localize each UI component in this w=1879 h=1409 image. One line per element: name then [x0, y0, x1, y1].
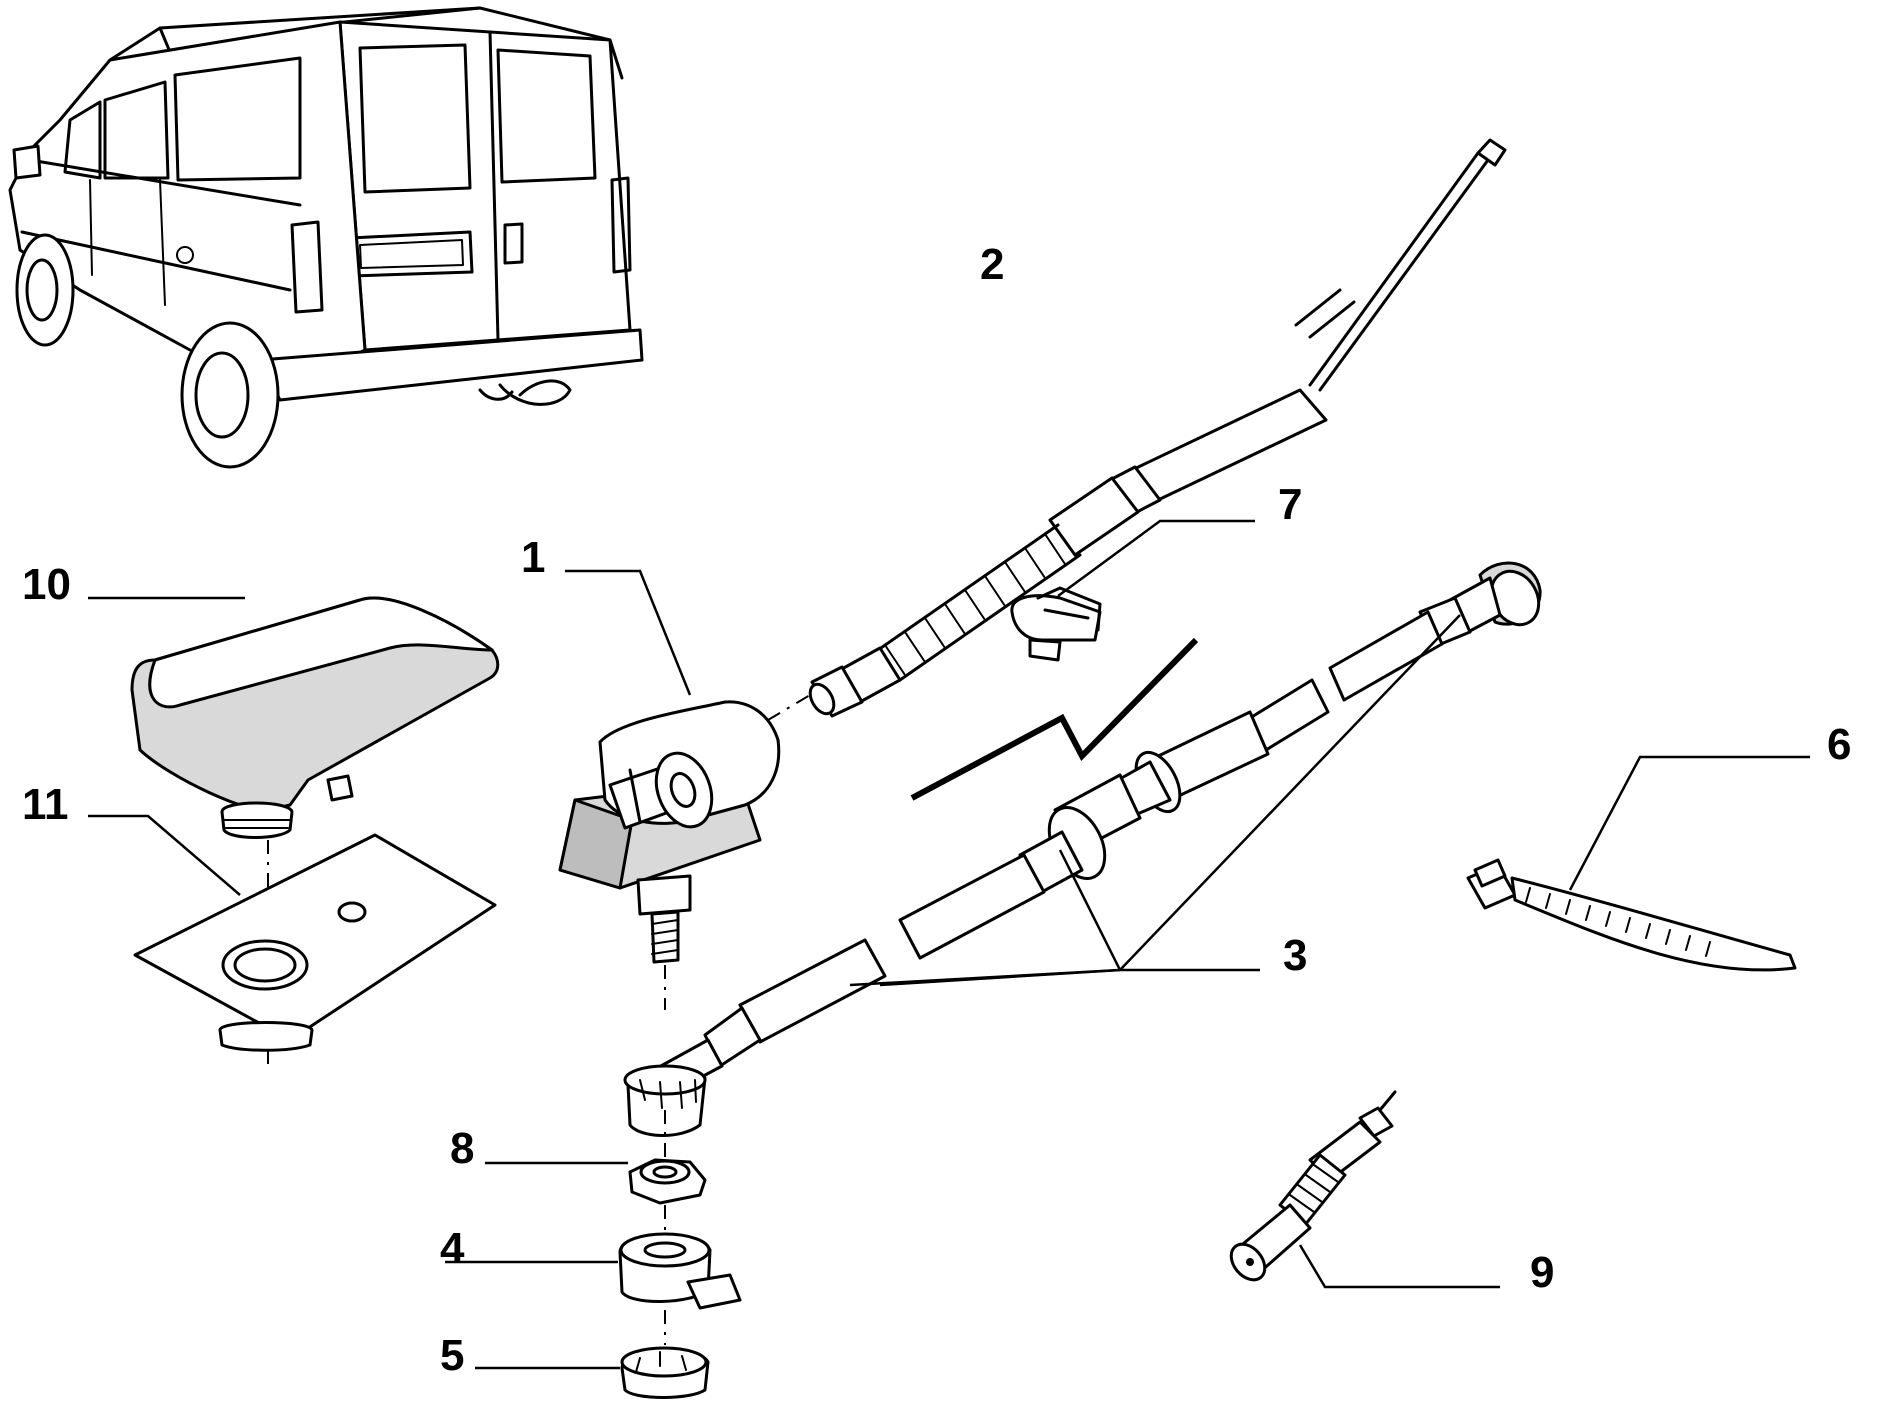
leader-11 [88, 814, 241, 896]
van-illustration [8, 6, 644, 469]
callout-11: 11 [22, 780, 69, 829]
nut [628, 1158, 707, 1205]
antenna-cable [623, 561, 1542, 1137]
callout-1: 1 [521, 533, 545, 582]
callout-7: 7 [1278, 480, 1302, 529]
callout-3: 3 [1283, 931, 1307, 980]
leader-7 [1057, 519, 1255, 598]
callout-4: 4 [440, 1224, 465, 1273]
cable-tie [1466, 858, 1797, 972]
gasket-plate [133, 833, 497, 1070]
leader-6 [1568, 755, 1810, 891]
cover [130, 596, 500, 940]
callout-2: 2 [980, 240, 1004, 289]
callout-8: 8 [450, 1124, 474, 1173]
clip [1010, 586, 1102, 662]
callout-10: 10 [22, 560, 71, 609]
leader-1 [565, 569, 692, 696]
lock-ring [620, 1346, 710, 1399]
connector-with-tab [618, 1232, 742, 1310]
leader-3b [1119, 614, 1461, 971]
antenna-mast [808, 138, 1507, 718]
separator-line [910, 637, 1199, 801]
callout-9: 9 [1530, 1248, 1554, 1297]
antenna-base [558, 694, 811, 1010]
leader-lines [88, 519, 1810, 1370]
callout-6: 6 [1827, 720, 1851, 769]
callout-5: 5 [440, 1331, 464, 1380]
leader-3d [879, 968, 1121, 987]
plug [1229, 1090, 1397, 1282]
leader-9 [1298, 1244, 1500, 1289]
